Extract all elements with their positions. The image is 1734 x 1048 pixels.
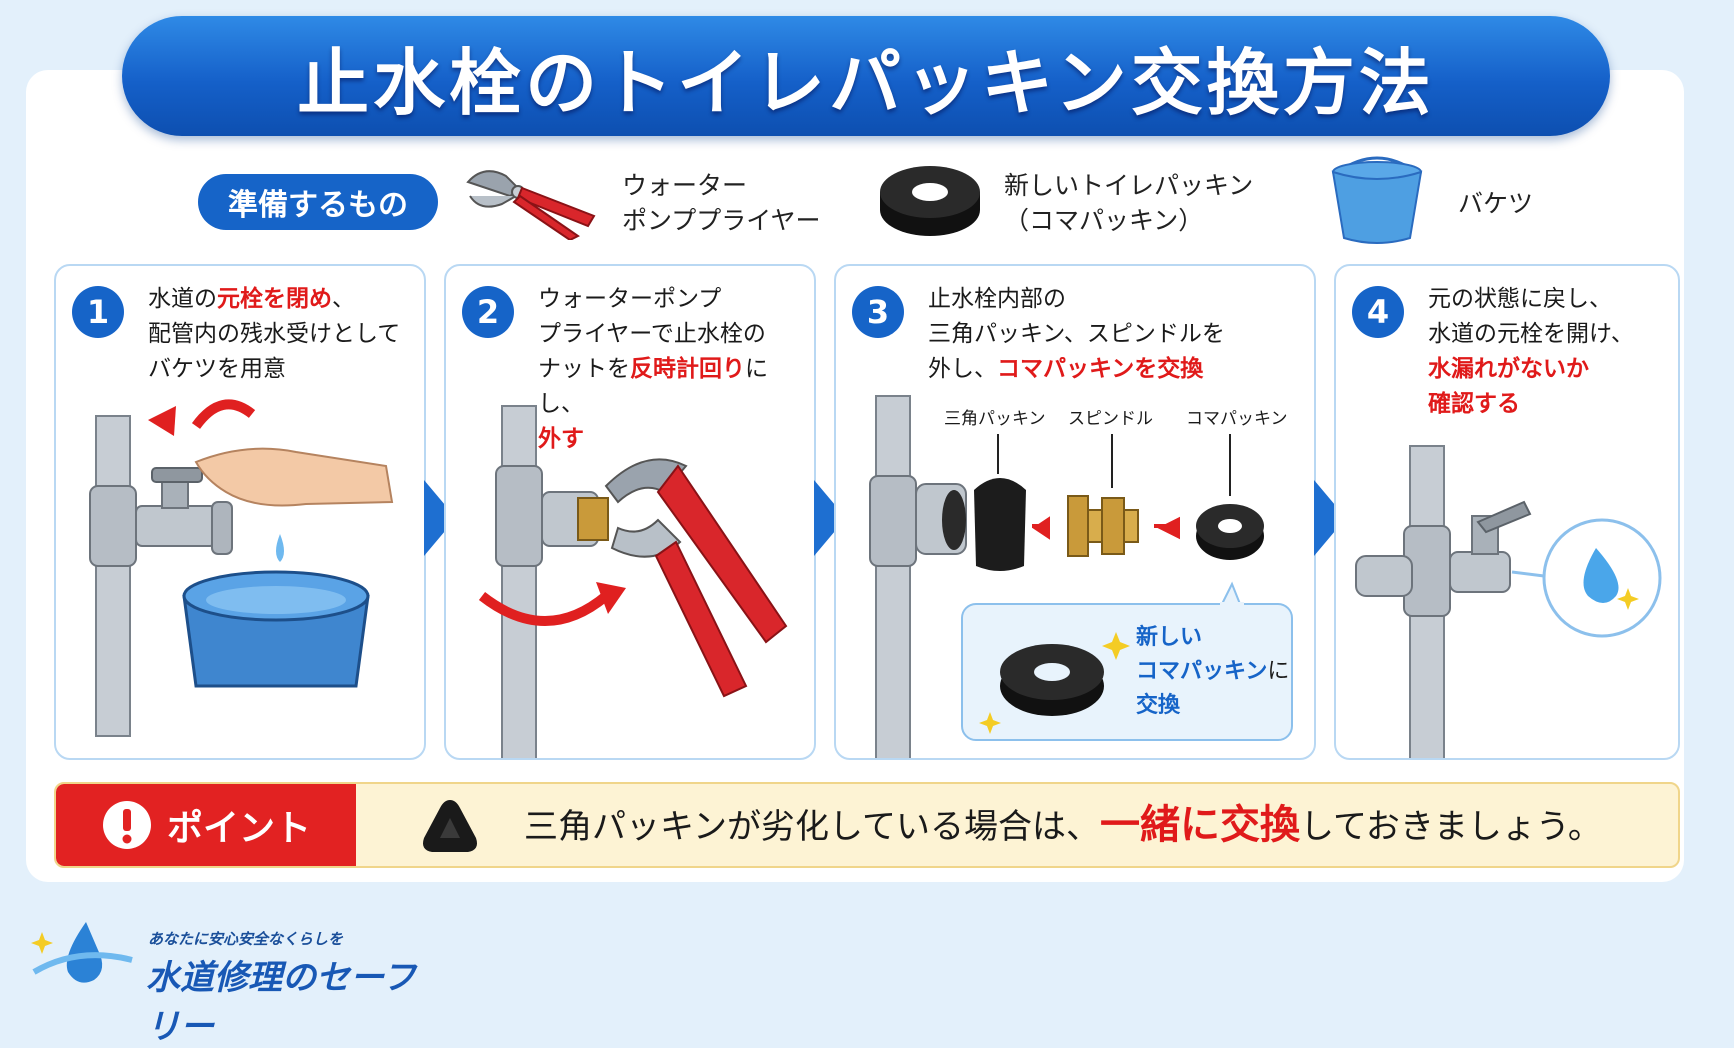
pliers-nut-illustration: [478, 405, 788, 758]
chevron-right-icon: [424, 480, 456, 556]
part-label-spindle: スピンドル: [1068, 409, 1153, 429]
faucet-hand-illustration: [89, 399, 394, 737]
packing-icon: [880, 166, 980, 236]
step-number: 2: [462, 286, 514, 338]
logo-tagline: あなたに安心安全なくらしを: [148, 930, 344, 948]
title-banner: 止水栓のトイレパッキン交換方法: [122, 16, 1610, 136]
page-title: 止水栓のトイレパッキン交換方法: [297, 40, 1435, 125]
step-card-1: 1 水道の元栓を閉め、配管内の残水受けとしてバケツを用意: [54, 264, 426, 760]
point-label-box: ポイント: [56, 784, 356, 866]
part-label-packing: コマパッキン: [1186, 409, 1288, 429]
step-text-highlight: 確認する: [1428, 391, 1520, 417]
point-label: ポイント: [166, 808, 311, 849]
part-label-triangle: 三角パッキン: [944, 409, 1046, 429]
step-text: 止水栓内部の三角パッキン、スピンドルを外し、コマパッキンを交換: [928, 282, 1288, 387]
chevron-right-icon: [1314, 480, 1346, 556]
step-card-2: 2 ウォーターポンププライヤーで止水栓のナットを反時計回りにし、外す: [444, 264, 816, 760]
step-text-segment: にし、: [538, 356, 768, 417]
point-bar: ポイント 三角パッキンが劣化している場合は、一緒に交換しておきましょう。: [54, 782, 1680, 868]
step-text-segment: プライヤーで止水栓の: [538, 321, 766, 347]
callout-line-2: コマパッキンに: [1136, 659, 1289, 684]
step-text-highlight: 元栓を閉め: [217, 286, 332, 312]
logo-drop-icon: [31, 922, 133, 983]
logo-name: 水道修理のセーフリー: [146, 958, 416, 1047]
page: 止水栓のトイレパッキン交換方法 準備するもの ウォーター ポンププライヤー 新し…: [26, 16, 1684, 1047]
step-card-3: 3 止水栓内部の三角パッキン、スピンドルを外し、コマパッキンを交換 三角パッキン…: [834, 264, 1316, 760]
step-text-segment: 元の状態に戻し、: [1428, 286, 1612, 312]
step-text-highlight: 反時計回り: [630, 356, 745, 382]
bucket-icon: [1331, 156, 1423, 244]
callout-line-1: 新しい: [1136, 624, 1202, 650]
prep-item-packing-label: 新しいトイレパッキン （コマパッキン）: [1004, 171, 1254, 235]
step-text-highlight: コマパッキンを交換: [997, 356, 1204, 382]
point-text: 三角パッキンが劣化している場合は、一緒に交換しておきましょう。: [524, 802, 1602, 848]
step-card-4: 4 元の状態に戻し、水道の元栓を開け、水漏れがないか確認する: [1334, 264, 1680, 760]
step-number: 3: [852, 286, 904, 338]
prep-item-pliers-label: ウォーター ポンププライヤー: [622, 171, 821, 235]
step-text-segment: 配管内の残水受けとして: [148, 321, 401, 347]
chevron-right-icon: [814, 480, 846, 556]
step-text-segment: ナットを: [538, 356, 630, 382]
step-number: 4: [1352, 286, 1404, 338]
step-number: 1: [72, 286, 124, 338]
step-text-segment: 水道の元栓を開け、: [1428, 321, 1634, 347]
step-text: 水道の元栓を閉め、配管内の残水受けとしてバケツを用意: [148, 282, 418, 387]
step-text-segment: 外し、: [928, 356, 997, 382]
step-text-highlight: 水漏れがないか: [1428, 356, 1589, 382]
callout-line-3: 交換: [1136, 692, 1181, 718]
step-text-segment: 三角パッキン、スピンドルを: [928, 321, 1225, 347]
step-text-segment: バケツを用意: [148, 356, 286, 382]
step-text-segment: 水道の: [148, 286, 217, 312]
step-text-highlight: 外す: [538, 426, 584, 452]
step-text: 元の状態に戻し、水道の元栓を開け、水漏れがないか確認する: [1428, 282, 1668, 422]
step-text-segment: ウォーターポンプ: [538, 286, 722, 312]
step-text-segment: 、: [332, 286, 355, 312]
step-text-segment: 止水栓内部の: [928, 286, 1066, 312]
brand-logo: あなたに安心安全なくらしを 水道修理のセーフリー: [28, 916, 428, 1047]
parts-illustration: 三角パッキン スピンドル コマパッキン 新しい コマパッキンに: [869, 395, 1293, 758]
prep-item-bucket-label: バケツ: [1458, 189, 1534, 218]
prep-badge: 準備するもの: [198, 174, 438, 230]
check-leak-illustration: [1355, 445, 1662, 758]
step-text: ウォーターポンププライヤーで止水栓のナットを反時計回りにし、外す: [538, 282, 808, 457]
pliers-icon: [466, 170, 596, 240]
triangle-packing-icon: [423, 800, 477, 852]
exclamation-icon: [102, 801, 151, 849]
